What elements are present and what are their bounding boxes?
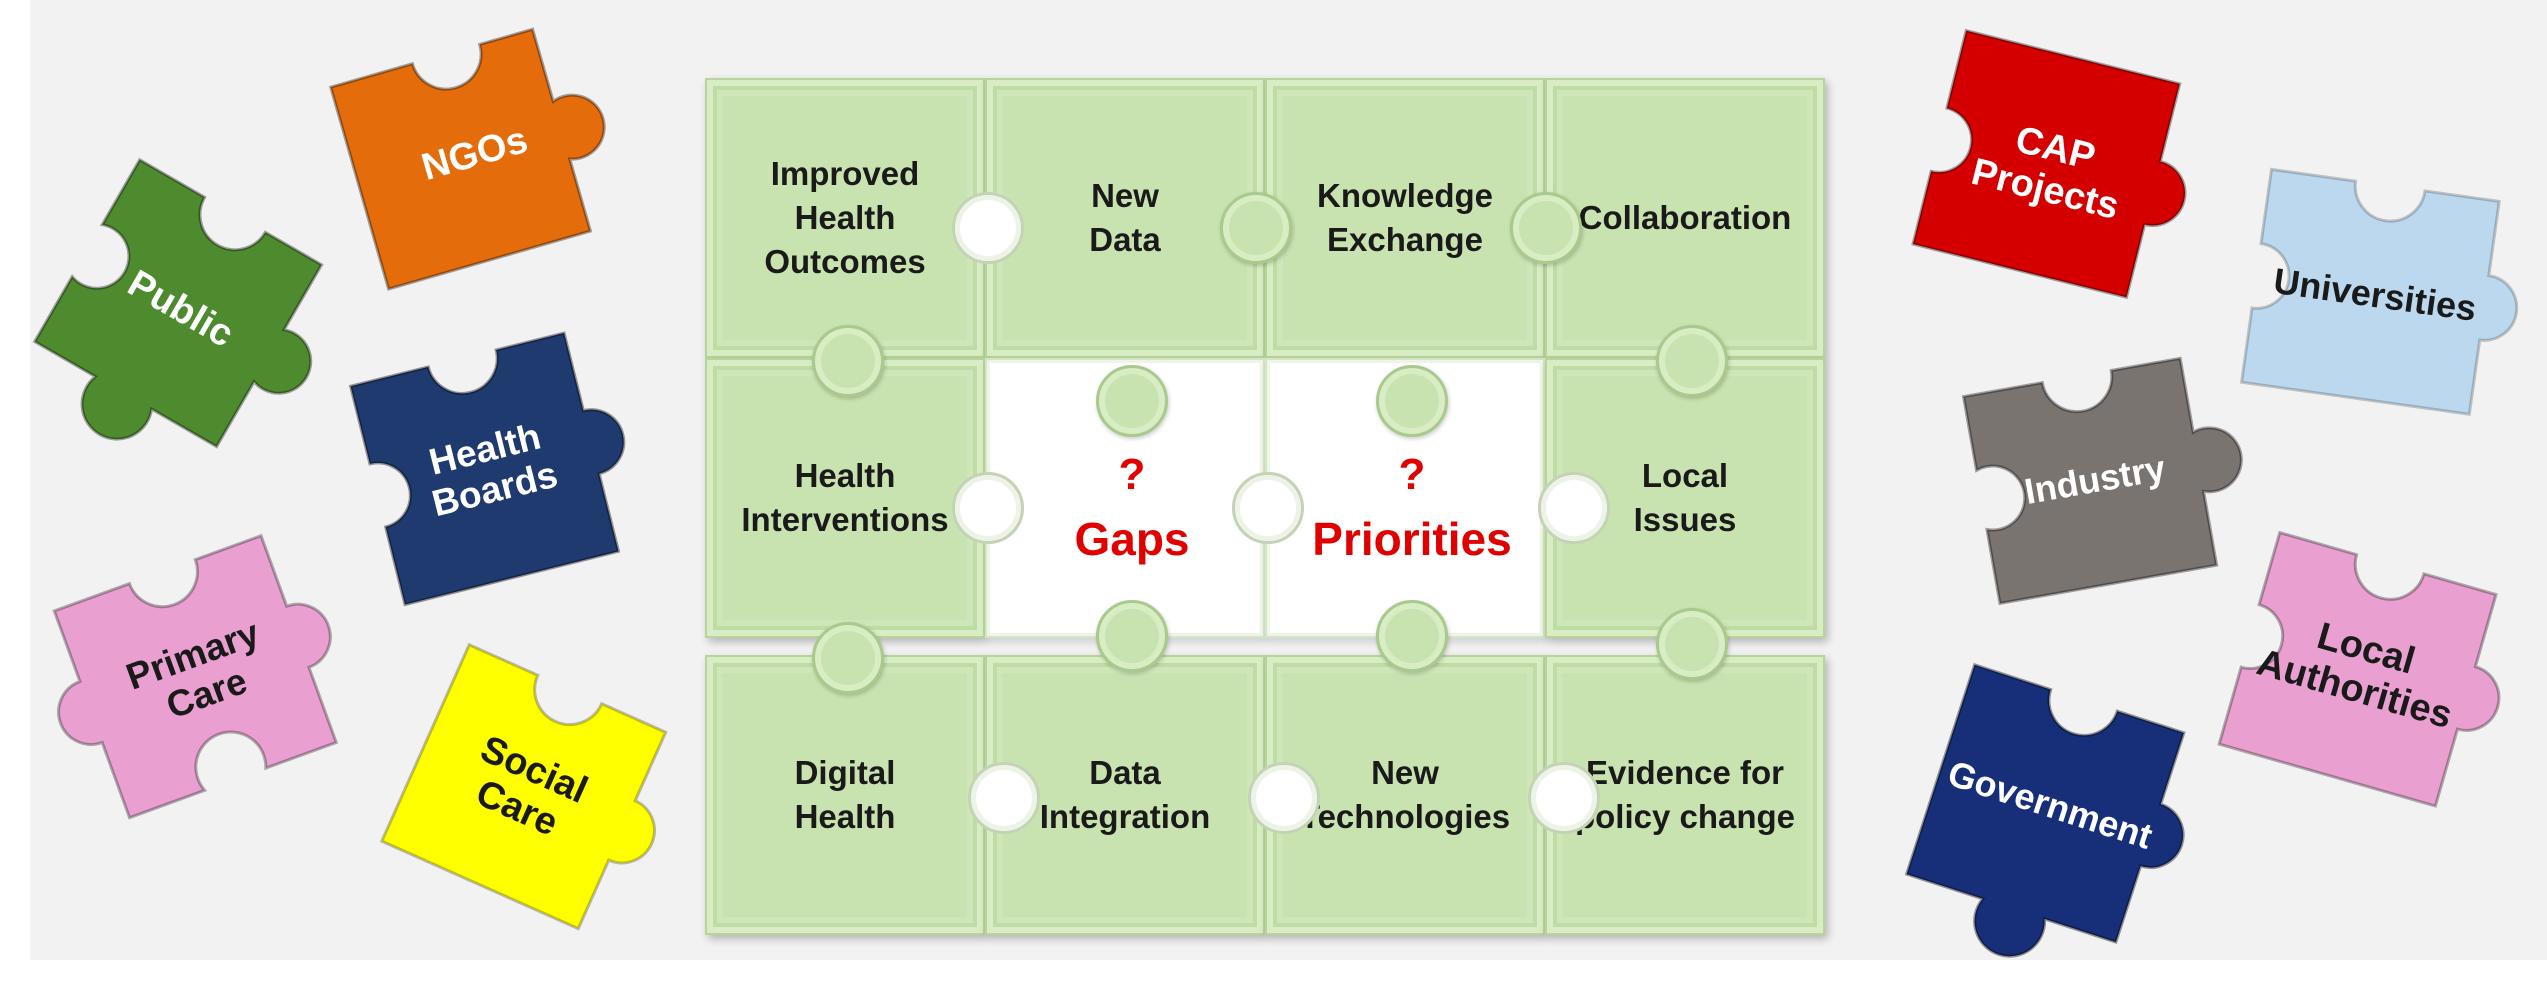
puzzle-knob [1528,762,1600,834]
piece-public-shape [32,157,324,449]
puzzle-knob [1096,600,1168,672]
piece-industry-shape [1961,356,2243,606]
piece-universities-shape [2239,167,2519,416]
piece-primary-care-shape [52,533,339,820]
piece-universities: Universities [2201,130,2547,460]
piece-label: Industry [2021,447,2169,513]
piece-industry: Industry [1923,316,2267,644]
piece-public: Public [0,105,385,515]
tile-label: New Technologies [1299,754,1511,835]
tile-health-interventions: Health Interventions [705,358,985,638]
piece-cap-projects: CAP Projects [1868,0,2232,352]
puzzle-knob [812,622,884,694]
piece-cap-projects-shape [1911,28,2187,300]
piece-ngos-shape [328,27,606,291]
puzzle-knob [952,472,1024,544]
tile-label: Data Integration [1039,754,1211,835]
puzzle-knob [1232,472,1304,544]
gaps-question-mark: ? [1118,450,1146,499]
tile-label: Evidence for policy change [1574,754,1796,835]
priorities-question-mark: ? [1398,450,1426,499]
puzzle-knob [1376,600,1448,672]
tile-collaboration: Collaboration [1545,78,1825,358]
piece-government: Government [1863,621,2238,989]
piece-social-care-shape [379,642,668,931]
puzzle-knob [1248,762,1320,834]
puzzle-knob [1220,192,1292,264]
tile-evidence-for-policy-change: Evidence for policy change [1545,655,1825,935]
gaps-label: Gaps [1074,513,1190,565]
puzzle-knob [1510,192,1582,264]
puzzle-knob [1656,325,1728,397]
piece-label: Universities [2271,260,2479,330]
piece-local-authorities: Local Authorities [2170,483,2547,857]
puzzle-knob [1376,365,1448,437]
tile-improved-health-outcomes: Improved Health Outcomes [705,78,985,358]
tile-new-data: New Data [985,78,1265,358]
piece-primary-care: Primary Care [9,487,390,862]
tile-label: Knowledge Exchange [1316,177,1493,258]
puzzle-knob [1096,365,1168,437]
piece-local-authorities-shape [2217,530,2501,808]
puzzle-knob [1656,608,1728,680]
priorities-label: Priorities [1312,513,1512,565]
tile-label: Collaboration [1578,199,1792,236]
puzzle-knob [952,192,1024,264]
tile-digital-health: Digital Health [705,655,985,935]
tile-label: Digital Health [794,754,896,835]
puzzle-knob [812,325,884,397]
piece-social-care: Social Care [327,592,723,988]
tile-label: Local Issues [1633,457,1737,538]
tile-knowledge-exchange: Knowledge Exchange [1265,78,1545,358]
piece-health-boards: Health Boards [308,288,672,652]
tile-label: Improved Health Outcomes [764,155,926,280]
piece-government-shape [1904,662,2186,958]
puzzle-knob [1538,472,1610,544]
piece-health-boards-shape [348,331,626,607]
tile-label: Health Interventions [741,457,949,538]
piece-ngos: NGOs [306,0,644,314]
tile-label: New Data [1089,177,1161,258]
puzzle-knob [968,762,1040,834]
